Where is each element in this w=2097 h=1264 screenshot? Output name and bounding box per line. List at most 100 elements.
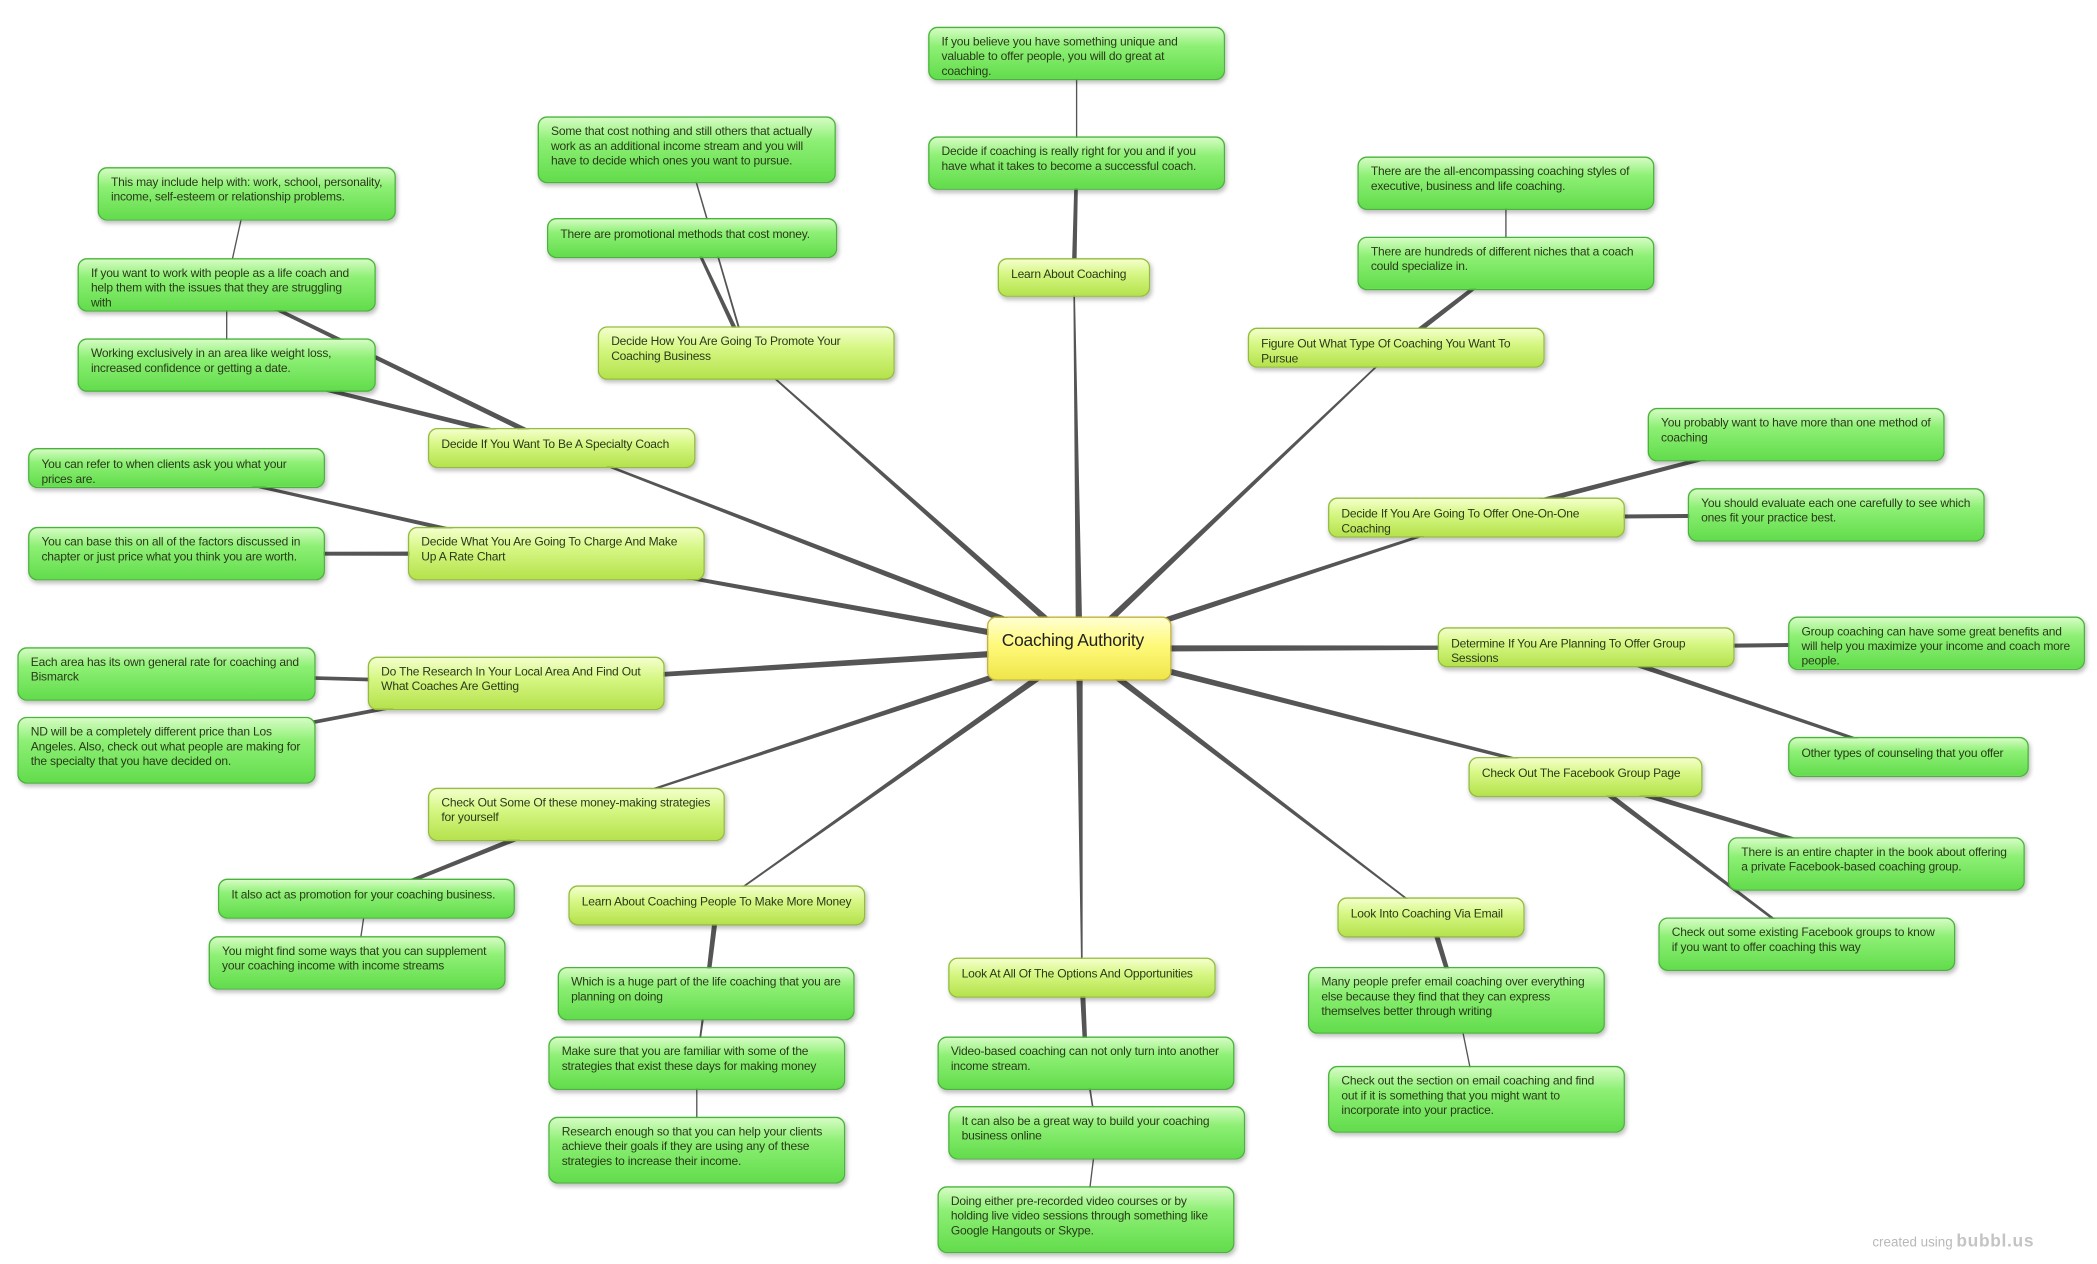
leaf-node-label: Video-based coaching can not only turn i…: [950, 1044, 1219, 1073]
leaf-node[interactable]: Group coaching can have some great benef…: [1788, 616, 2086, 671]
leaf-node-label: Research enough so that you can help you…: [561, 1124, 823, 1168]
leaf-node[interactable]: Make sure that you are familiar with som…: [548, 1036, 846, 1090]
branch-node-label: Decide If You Want To Be A Specialty Coa…: [441, 437, 670, 451]
connector-root-branch: [716, 645, 1082, 906]
leaf-node-label: There are hundreds of different niches t…: [1370, 244, 1634, 273]
connector-branch-child: [1583, 774, 1808, 946]
branch-node-label: Decide If You Are Going To Offer One-On-…: [1341, 506, 1580, 535]
connector-branch-child: [1585, 644, 1909, 759]
leaf-node[interactable]: ND will be a completely different price …: [17, 716, 316, 784]
leaf-node-label: There is an entire chapter in the book a…: [1741, 845, 2007, 874]
created-using-credit: created using bubbl.us: [1872, 1230, 2034, 1250]
leaf-node[interactable]: There are hundreds of different niches t…: [1357, 236, 1655, 291]
connector-root-branch: [1078, 516, 1477, 652]
connector-branch-child: [1075, 53, 1078, 164]
connector-root-branch: [1078, 645, 1586, 779]
branch-node-label: Figure Out What Type Of Coaching You Wan…: [1261, 337, 1511, 366]
leaf-node-label: Check out the section on email coaching …: [1341, 1073, 1595, 1117]
connector-root-branch: [745, 352, 1082, 652]
leaf-node-label: Working exclusively in an area like weig…: [90, 346, 332, 375]
leaf-node[interactable]: There is an entire chapter in the book a…: [1727, 837, 2025, 891]
leaf-node-label: This may include help with: work, school…: [111, 175, 383, 204]
connector-root-branch: [561, 447, 1081, 652]
branch-node[interactable]: Decide If You Want To Be A Specialty Coa…: [427, 427, 696, 469]
branch-node[interactable]: Decide If You Are Going To Offer One-On-…: [1328, 497, 1625, 538]
leaf-node[interactable]: It can also be a great way to build your…: [948, 1106, 1246, 1160]
leaf-node[interactable]: Other types of counseling that you offer: [1788, 736, 2029, 778]
leaf-node[interactable]: If you want to work with people as a lif…: [77, 258, 376, 312]
branch-node-label: Learn About Coaching: [1011, 267, 1127, 281]
leaf-node[interactable]: Which is a huge part of the life coachin…: [557, 966, 855, 1021]
leaf-node[interactable]: You can refer to when clients ask you wh…: [28, 448, 325, 489]
branch-node[interactable]: Decide What You Are Going To Charge And …: [407, 526, 705, 581]
leaf-node-label: Decide if coaching is really right for y…: [941, 144, 1197, 173]
leaf-node[interactable]: Check out the section on email coaching …: [1328, 1065, 1625, 1133]
leaf-node[interactable]: Research enough so that you can help you…: [548, 1116, 846, 1184]
credit-prefix: created using: [1872, 1235, 1957, 1251]
branch-node-label: Do The Research In Your Local Area And F…: [381, 664, 641, 693]
branch-node-label: Check Out Some Of these money-making str…: [441, 795, 711, 824]
leaf-node-label: You can refer to when clients ask you wh…: [41, 457, 287, 486]
branch-node-label: Check Out The Facebook Group Page: [1481, 766, 1681, 780]
bubbl-us-logo: bubbl.us: [1956, 1230, 2035, 1251]
leaf-node[interactable]: Doing either pre-recorded video courses …: [937, 1186, 1235, 1254]
branch-node-label: Decide How You Are Going To Promote Your…: [611, 334, 841, 363]
leaf-node[interactable]: You might find some ways that you can su…: [208, 936, 506, 990]
connector-root-branch: [1077, 645, 1432, 918]
leaf-node-label: You should evaluate each one carefully t…: [1701, 496, 1971, 525]
leaf-node-label: ND will be a completely different price …: [30, 724, 301, 768]
leaf-node[interactable]: Many people prefer email coaching over e…: [1307, 966, 1605, 1034]
connector-root-branch: [1073, 277, 1083, 649]
branch-node[interactable]: Learn About Coaching People To Make More…: [568, 885, 866, 926]
connector-branch-child: [225, 283, 563, 451]
leaf-node[interactable]: This may include help with: work, school…: [97, 167, 396, 221]
leaf-node-label: If you believe you have something unique…: [941, 34, 1178, 78]
leaf-node[interactable]: Each area has its own general rate for c…: [17, 647, 316, 701]
leaf-node[interactable]: There are the all-encompassing coaching …: [1357, 156, 1655, 210]
connector-root-branch: [1075, 648, 1083, 978]
branch-node[interactable]: Learn About Coaching: [997, 258, 1151, 297]
leaf-node[interactable]: Video-based coaching can not only turn i…: [937, 1036, 1235, 1090]
connector-root-branch: [576, 645, 1081, 816]
leaf-node-label: Each area has its own general rate for c…: [30, 655, 299, 684]
leaf-node-label: Check out some existing Facebook groups …: [1671, 925, 1935, 954]
leaf-node-label: You can base this on all of the factors …: [41, 534, 301, 564]
leaf-node[interactable]: Decide if coaching is really right for y…: [928, 136, 1226, 190]
branch-node[interactable]: Decide How You Are Going To Promote Your…: [597, 326, 895, 380]
leaf-node[interactable]: Check out some existing Facebook groups …: [1658, 917, 1956, 971]
branch-node-label: Determine If You Are Planning To Offer G…: [1451, 636, 1686, 665]
branch-node[interactable]: Determine If You Are Planning To Offer G…: [1437, 627, 1735, 668]
branch-node[interactable]: Figure Out What Type Of Coaching You Wan…: [1247, 327, 1545, 368]
leaf-node[interactable]: You should evaluate each one carefully t…: [1687, 488, 1985, 542]
leaf-node-label: Some that cost nothing and still others …: [551, 124, 813, 168]
leaf-node-label: It can also be a great way to build your…: [961, 1114, 1210, 1143]
branch-node[interactable]: Look At All Of The Options And Opportuni…: [948, 957, 1216, 998]
root-node[interactable]: Coaching Authority: [987, 616, 1172, 681]
leaf-node[interactable]: It also act as promotion for your coachi…: [217, 878, 515, 919]
branch-node-label: Look Into Coaching Via Email: [1350, 906, 1503, 921]
connector-root-branch: [1076, 347, 1397, 652]
leaf-node-label: You probably want to have more than one …: [1661, 415, 1931, 445]
leaf-node-label: You might find some ways that you can su…: [222, 944, 487, 973]
leaf-node[interactable]: You can base this on all of the factors …: [28, 526, 325, 581]
leaf-node-label: Many people prefer email coaching over e…: [1321, 974, 1585, 1018]
branch-node[interactable]: Look Into Coaching Via Email: [1337, 897, 1525, 938]
branch-node[interactable]: Check Out Some Of these money-making str…: [427, 787, 725, 842]
leaf-node-label: Group coaching can have some great benef…: [1801, 624, 2070, 668]
branch-node-label: Learn About Coaching People To Make More…: [581, 894, 852, 909]
leaf-node-label: It also act as promotion for your coachi…: [231, 888, 496, 902]
leaf-node[interactable]: Some that cost nothing and still others …: [537, 116, 836, 184]
leaf-node[interactable]: If you believe you have something unique…: [928, 26, 1226, 81]
branch-node[interactable]: Check Out The Facebook Group Page: [1468, 756, 1703, 798]
root-node-label: Coaching Authority: [1001, 629, 1145, 650]
leaf-node-label: Other types of counseling that you offer: [1801, 746, 2004, 760]
leaf-node[interactable]: There are promotional methods that cost …: [546, 217, 838, 259]
leaf-node-label: There are promotional methods that cost …: [560, 227, 810, 241]
branch-node[interactable]: Do The Research In Your Local Area And F…: [367, 656, 665, 711]
leaf-node-label: Doing either pre-recorded video courses …: [950, 1194, 1208, 1238]
branch-node-label: Decide What You Are Going To Charge And …: [421, 534, 678, 564]
leaf-node[interactable]: Working exclusively in an area like weig…: [77, 338, 376, 392]
leaf-node[interactable]: You probably want to have more than one …: [1647, 407, 1945, 462]
branch-node-label: Look At All Of The Options And Opportuni…: [961, 966, 1193, 981]
